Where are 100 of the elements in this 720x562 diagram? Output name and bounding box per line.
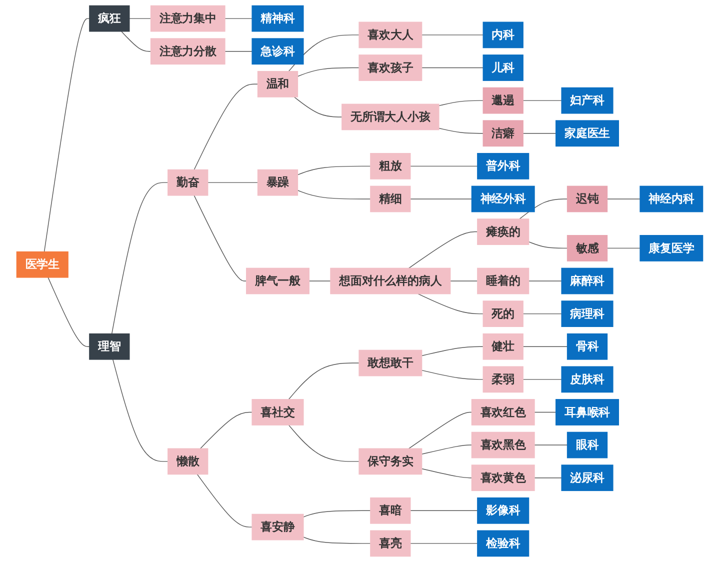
node-box: 皮肤科 <box>561 366 614 393</box>
connector <box>522 100 562 101</box>
node-box: 洁癖 <box>483 120 524 147</box>
connector <box>522 313 562 314</box>
node-box: 敢想敢干 <box>358 350 422 376</box>
connector <box>121 31 152 52</box>
connector <box>303 510 372 518</box>
connector <box>519 198 568 220</box>
node-box: 粗放 <box>370 152 411 180</box>
node-box: 眼科 <box>567 432 608 458</box>
connector <box>422 346 484 356</box>
node-box: 懒散 <box>168 448 208 475</box>
connector <box>438 128 484 134</box>
connector <box>408 231 478 269</box>
node-box: 康复医学 <box>640 235 704 262</box>
connector <box>607 198 641 200</box>
node-box: 检验科 <box>477 530 530 557</box>
node-box: 喜欢黑色 <box>472 432 536 458</box>
connector <box>200 412 253 449</box>
connector <box>194 195 247 282</box>
node-box: 精细 <box>370 186 411 212</box>
node-box: 耳鼻喉科 <box>556 399 620 426</box>
connector <box>298 190 372 200</box>
node-box: 妇产科 <box>561 87 614 114</box>
connector <box>438 100 484 106</box>
node-box: 病理科 <box>561 300 614 327</box>
connector <box>112 182 168 334</box>
node-box: 暴躁 <box>258 169 298 196</box>
node-box: 理智 <box>89 333 130 360</box>
connector <box>309 280 332 282</box>
node-box: 健壮 <box>483 333 524 360</box>
node-box: 敏感 <box>567 235 608 262</box>
node-box: 温和 <box>258 70 298 98</box>
connector <box>534 412 556 413</box>
node-box: 家庭医生 <box>556 120 620 147</box>
connector <box>422 444 472 454</box>
node-box: 死的 <box>483 300 524 327</box>
connector <box>288 424 360 462</box>
connector <box>422 370 484 380</box>
node-box: 喜欢黄色 <box>472 464 536 492</box>
node-box: 普外科 <box>477 152 530 180</box>
connector <box>224 51 253 52</box>
connector <box>129 18 152 19</box>
connector <box>288 362 360 400</box>
node-box: 迟钝 <box>567 186 608 212</box>
connector <box>522 379 562 380</box>
connector <box>422 34 484 36</box>
node-box: 急诊科 <box>252 38 304 65</box>
node-box: 注意力分散 <box>150 38 226 65</box>
connector <box>422 67 484 68</box>
connector <box>422 468 472 478</box>
node-box: 瘫痪的 <box>477 218 530 245</box>
connector <box>410 166 478 167</box>
node-box: 想面对什么样的病人 <box>330 268 451 294</box>
node-box: 喜欢红色 <box>472 399 536 426</box>
node-box: 喜欢大人 <box>358 22 422 48</box>
node-box: 影像科 <box>477 497 530 524</box>
connector <box>522 133 556 134</box>
node-box: 喜社交 <box>252 399 304 426</box>
node-box: 内科 <box>483 22 524 48</box>
connector <box>410 198 472 200</box>
connector <box>418 293 484 314</box>
node-box: 儿科 <box>483 54 524 81</box>
node-box: 医学生 <box>16 251 69 278</box>
connector <box>408 412 472 449</box>
connector <box>450 280 478 282</box>
connector <box>44 18 90 252</box>
node-box: 喜暗 <box>370 497 411 524</box>
node-box: 无所谓大人小孩 <box>342 104 440 130</box>
node-box: 泌尿科 <box>561 464 614 492</box>
connector <box>194 84 258 170</box>
node-box: 疯狂 <box>89 5 130 32</box>
node-box: 邋遢 <box>483 87 524 114</box>
node-box: 勤奋 <box>168 169 208 196</box>
node-box: 骨科 <box>567 333 608 360</box>
node-box: 神经外科 <box>472 186 536 212</box>
node-box: 麻醉科 <box>561 268 614 294</box>
connector <box>224 18 253 19</box>
node-box: 柔弱 <box>483 366 524 393</box>
connector <box>298 67 360 77</box>
connector <box>528 241 568 249</box>
connector <box>522 346 568 347</box>
connector <box>410 510 478 511</box>
node-box: 注意力集中 <box>150 5 226 32</box>
node-box: 保守务实 <box>358 448 422 475</box>
node-box: 精神科 <box>252 5 304 32</box>
node-box: 脾气一般 <box>246 268 310 294</box>
connector <box>410 543 478 544</box>
node-box: 喜安静 <box>252 514 304 540</box>
connector <box>197 474 253 528</box>
connector <box>294 96 343 118</box>
connector <box>528 280 562 282</box>
node-box: 喜亮 <box>370 530 411 557</box>
node-box: 喜欢孩子 <box>358 54 422 81</box>
connector <box>303 536 372 544</box>
connector <box>48 277 90 347</box>
connector <box>208 182 258 183</box>
connector <box>534 477 562 478</box>
connector <box>298 166 372 176</box>
connector <box>534 444 568 446</box>
